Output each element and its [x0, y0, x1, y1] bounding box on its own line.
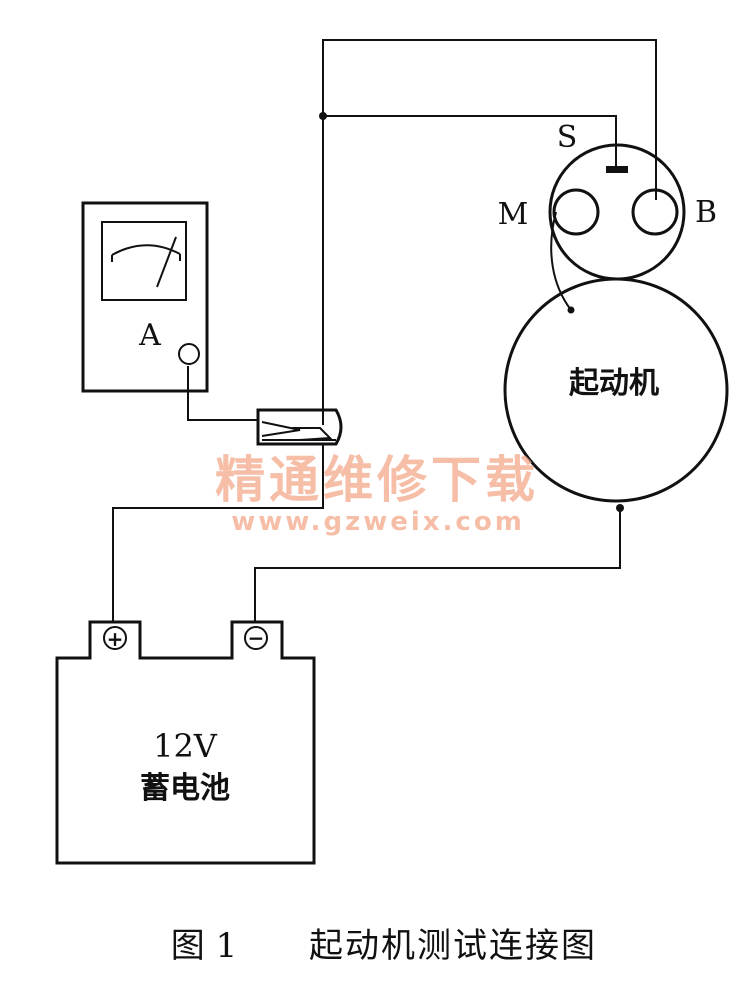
- junction-dot: [616, 504, 624, 512]
- battery-voltage: 12V: [153, 727, 218, 765]
- battery-positive-terminal: [103, 626, 127, 650]
- current-clamp: [256, 408, 343, 446]
- starter-motor: 起动机: [503, 277, 729, 503]
- terminal-b-label: B: [695, 195, 717, 230]
- figure-number: 图 1: [171, 926, 237, 966]
- wire-top-to-b: [322, 39, 657, 200]
- wires: [112, 39, 657, 622]
- terminal-m-label: M: [498, 197, 529, 232]
- ammeter: A: [81, 201, 209, 393]
- wire-m-to-motor: [550, 211, 572, 311]
- wire-starter-to-battery-negative: [254, 508, 621, 622]
- clamp-body: [256, 408, 343, 446]
- starter-label: 起动机: [569, 366, 659, 401]
- battery-negative-symbol: −: [248, 626, 265, 650]
- figure-title: 起动机测试连接图: [309, 926, 597, 966]
- wire-to-s: [323, 115, 617, 168]
- terminal-s-contact: [606, 166, 628, 173]
- watermark: 精通维修下载 www.gzweix.com: [215, 451, 539, 537]
- ammeter-scale-arc: [111, 244, 181, 256]
- figure-caption: 图 1 起动机测试连接图: [171, 926, 597, 966]
- battery-body: [55, 620, 316, 865]
- ammeter-needle: [156, 236, 177, 288]
- terminal-s-label: S: [557, 120, 578, 155]
- watermark-url: www.gzweix.com: [231, 507, 525, 537]
- solenoid-switch: S M B: [498, 120, 717, 281]
- ammeter-label: A: [138, 318, 161, 353]
- watermark-text: 精通维修下载: [215, 451, 539, 509]
- battery: + − 12V 蓄电池: [55, 620, 316, 865]
- wire-to-battery-positive: [112, 445, 324, 622]
- ammeter-body: [81, 201, 209, 393]
- battery-negative-terminal: [244, 626, 268, 650]
- terminal-m-post: [552, 188, 600, 236]
- terminal-b-post: [631, 188, 679, 236]
- clamp-jaw: [261, 421, 301, 437]
- ammeter-dial-window: [101, 221, 187, 301]
- battery-positive-symbol: +: [107, 627, 124, 651]
- starter-body: [503, 277, 729, 503]
- battery-label: 蓄电池: [140, 771, 230, 806]
- junction-dot: [567, 306, 575, 314]
- wire-ammeter-lead: [187, 366, 258, 421]
- ammeter-terminal: [178, 343, 200, 365]
- junction-dot: [319, 112, 327, 120]
